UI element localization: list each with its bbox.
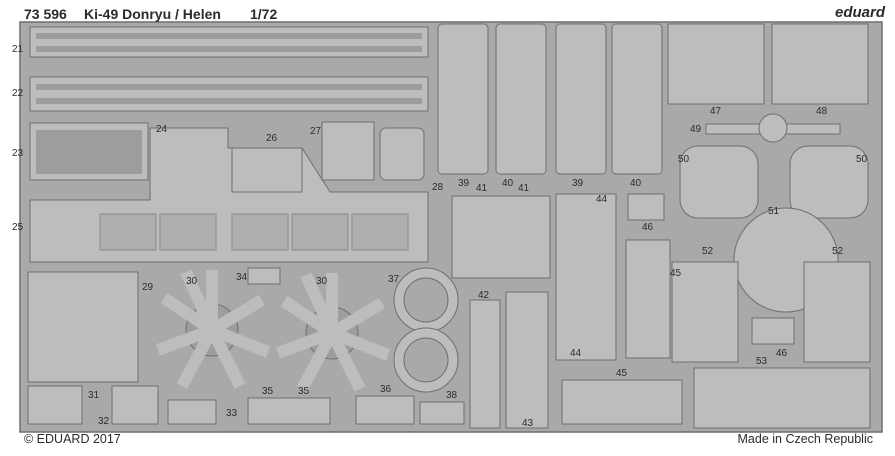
- part-number: 39: [572, 178, 584, 189]
- part-number: 44: [570, 348, 582, 359]
- part-29: [27, 271, 139, 383]
- part-number: 51: [768, 206, 780, 217]
- part-35: [247, 397, 331, 425]
- part-46b: [751, 317, 795, 345]
- part-number: 46: [642, 222, 654, 233]
- copyright: © EDUARD 2017: [24, 432, 121, 446]
- part-number: 24: [156, 124, 168, 135]
- part-52: [671, 261, 739, 363]
- part-number: 50: [678, 154, 690, 165]
- part-number: 53: [756, 356, 768, 367]
- part-number: 36: [380, 384, 392, 395]
- part-number: 43: [522, 418, 534, 429]
- origin-label: Made in Czech Republic: [737, 432, 874, 446]
- catalog-number: 73 596: [24, 6, 67, 22]
- part-52b: [803, 261, 871, 363]
- part-number: 26: [266, 133, 278, 144]
- part-47: [667, 23, 765, 105]
- part-number: 37: [388, 274, 400, 285]
- part-31: [27, 385, 83, 425]
- part-number: 35: [298, 386, 310, 397]
- brand-logo: eduard: [834, 4, 885, 21]
- part-36: [355, 395, 415, 425]
- part-30-engine: [155, 269, 271, 389]
- part-number: 31: [88, 390, 100, 401]
- part-number: 33: [226, 408, 238, 419]
- part-23-grille: [29, 122, 149, 181]
- part-33: [167, 399, 217, 425]
- part-number: 32: [98, 416, 110, 427]
- part-number: 21: [12, 44, 24, 55]
- part-39-40-panels: [437, 23, 663, 175]
- part-38: [419, 401, 465, 425]
- part-46: [627, 193, 665, 221]
- part-28: [379, 127, 425, 181]
- part-number: 34: [236, 272, 248, 283]
- part-45: [625, 239, 671, 359]
- part-number: 41: [476, 183, 488, 194]
- part-26: [231, 147, 303, 193]
- part-number: 35: [262, 386, 274, 397]
- part-number: 42: [478, 290, 490, 301]
- kit-title: Ki-49 Donryu / Helen: [84, 6, 221, 22]
- part-number: 28: [432, 182, 444, 193]
- part-37-rings: [393, 267, 459, 393]
- part-27: [321, 121, 375, 181]
- kit-scale: 1/72: [250, 6, 278, 22]
- part-number: 40: [630, 178, 642, 189]
- part-45b: [561, 379, 683, 425]
- part-42: [469, 299, 501, 429]
- part-number: 52: [832, 246, 844, 257]
- part-49: [705, 113, 841, 143]
- part-53: [693, 367, 871, 429]
- part-22-strip: [29, 76, 429, 112]
- part-48: [771, 23, 869, 105]
- part-number: 48: [816, 106, 828, 117]
- part-number: 29: [142, 282, 154, 293]
- part-number: 40: [502, 178, 514, 189]
- part-21-strip: [29, 26, 429, 58]
- part-number: 45: [670, 268, 682, 279]
- part-number: 38: [446, 390, 458, 401]
- part-number: 30: [186, 276, 198, 287]
- part-30-engine: [275, 272, 391, 392]
- part-number: 41: [518, 183, 530, 194]
- part-41: [451, 195, 551, 279]
- part-number: 30: [316, 276, 328, 287]
- part-number: 27: [310, 126, 322, 137]
- part-number: 46: [776, 348, 788, 359]
- part-32: [111, 385, 159, 425]
- part-34: [247, 267, 281, 285]
- part-44: [555, 193, 617, 361]
- part-number: 50: [856, 154, 868, 165]
- part-number: 49: [690, 124, 702, 135]
- part-number: 23: [12, 148, 24, 159]
- part-25-panel: [29, 127, 429, 263]
- part-number: 47: [710, 106, 722, 117]
- part-50: [679, 145, 759, 219]
- part-number: 25: [12, 222, 24, 233]
- part-number: 22: [12, 88, 24, 99]
- part-number: 39: [458, 178, 470, 189]
- part-43: [505, 291, 549, 429]
- part-number: 44: [596, 194, 608, 205]
- part-50b: [789, 145, 869, 219]
- part-number: 52: [702, 246, 714, 257]
- part-number: 45: [616, 368, 628, 379]
